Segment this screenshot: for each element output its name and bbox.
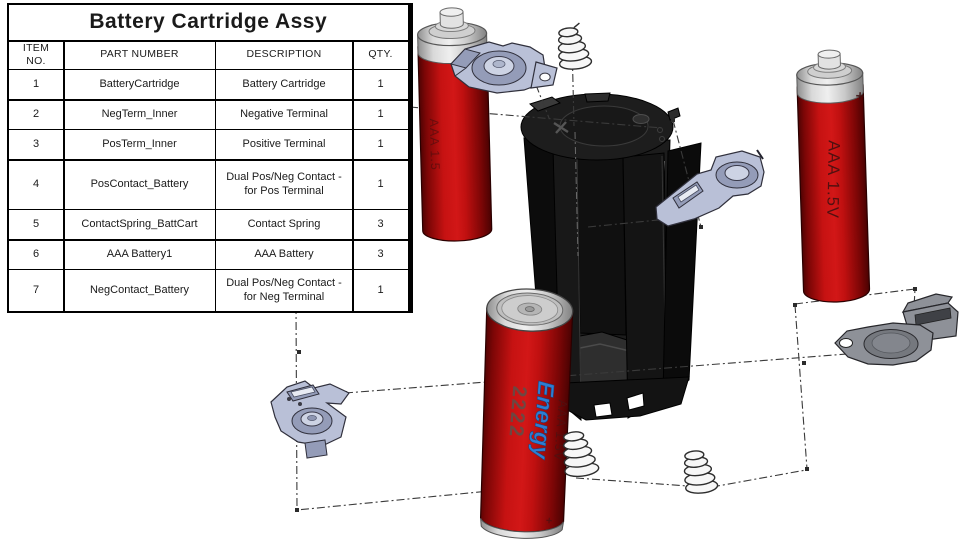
battery-brand-top-label: 2222 xyxy=(504,385,530,439)
bom-cell-item: 2 xyxy=(9,100,63,129)
bom-cell-part: AAA Battery1 xyxy=(64,240,215,269)
bom-table: Battery Cartridge Assy ITEM NO. PART NUM… xyxy=(7,3,413,313)
aaa-battery-front[interactable]: 2222 Energy AAA 1.5V + xyxy=(477,287,575,540)
battery-negative-terminal xyxy=(524,306,535,313)
bom-cell-qty: 1 xyxy=(353,70,408,99)
contact-tab xyxy=(304,439,328,459)
bom-cell-part: NegContact_Battery xyxy=(64,270,215,311)
bom-cell-qty: 1 xyxy=(353,130,408,159)
bom-cell-item: 1 xyxy=(9,70,63,99)
bom-cell-qty: 3 xyxy=(353,240,408,269)
contact-mount-hole xyxy=(839,338,853,348)
bom-cell-part: PosTerm_Inner xyxy=(64,130,215,159)
cartridge-x-mark xyxy=(553,121,569,134)
battery-brand-name-label: Energy xyxy=(527,380,559,461)
contact-slot xyxy=(914,307,952,326)
bom-cell-part: PosContact_Battery xyxy=(64,160,215,209)
battery-plus-mark: + xyxy=(542,517,554,524)
bom-cell-desc: Positive Terminal xyxy=(216,130,352,159)
cartridge-post-nub xyxy=(632,114,650,124)
battery-positive-nub xyxy=(439,7,464,17)
bom-title: Battery Cartridge Assy xyxy=(9,5,408,40)
battery-plus-mark: + xyxy=(851,91,868,101)
bom-header-item: ITEM NO. xyxy=(9,41,63,69)
bom-cell-qty: 3 xyxy=(353,210,408,239)
bom-cell-qty: 1 xyxy=(353,100,408,129)
bom-cell-item: 7 xyxy=(9,270,63,311)
bom-cell-qty: 1 xyxy=(353,160,408,209)
bom-cell-item: 5 xyxy=(9,210,63,239)
battery-type-label: AAA 1.5V xyxy=(823,140,843,219)
contact-spring-top[interactable] xyxy=(556,22,593,70)
battery-contact-mid-right[interactable] xyxy=(655,149,765,227)
battery-bottom-cap xyxy=(480,517,565,539)
battery-contact-bottom-right[interactable] xyxy=(834,293,959,366)
bom-cell-qty: 1 xyxy=(353,270,408,311)
bom-header-desc: DESCRIPTION xyxy=(216,41,352,69)
contact-spring-bottom-left[interactable] xyxy=(560,429,600,478)
bom-header-part: PART NUMBER xyxy=(64,41,215,69)
battery-side-label: AAA 1.5 xyxy=(427,118,442,171)
bom-cell-desc: Dual Pos/Neg Contact - for Neg Terminal xyxy=(216,270,352,311)
aaa-battery-top-left[interactable]: AAA 1.5 xyxy=(417,7,493,242)
battery-positive-nub xyxy=(817,49,841,59)
contact-mount-hole xyxy=(539,72,551,82)
bom-cell-item: 4 xyxy=(9,160,63,209)
terminal-contact-top-left[interactable] xyxy=(450,41,558,94)
aaa-battery-right[interactable]: + AAA 1.5V xyxy=(796,49,875,303)
bom-cell-desc: Contact Spring xyxy=(216,210,352,239)
bom-cell-desc: AAA Battery xyxy=(216,240,352,269)
bom-cell-desc: Battery Cartridge xyxy=(216,70,352,99)
bom-cell-part: NegTerm_Inner xyxy=(64,100,215,129)
bom-header-qty: QTY. xyxy=(353,41,408,69)
bom-cell-part: ContactSpring_BattCart xyxy=(64,210,215,239)
bom-cell-desc: Negative Terminal xyxy=(216,100,352,129)
bom-cell-desc: Dual Pos/Neg Contact - for Pos Terminal xyxy=(216,160,352,209)
battery-contact-bottom-left[interactable] xyxy=(270,380,350,459)
contact-spring-bottom-right[interactable] xyxy=(682,449,719,495)
bom-cell-item: 6 xyxy=(9,240,63,269)
bom-cell-item: 3 xyxy=(9,130,63,159)
bom-cell-part: BatteryCartridge xyxy=(64,70,215,99)
